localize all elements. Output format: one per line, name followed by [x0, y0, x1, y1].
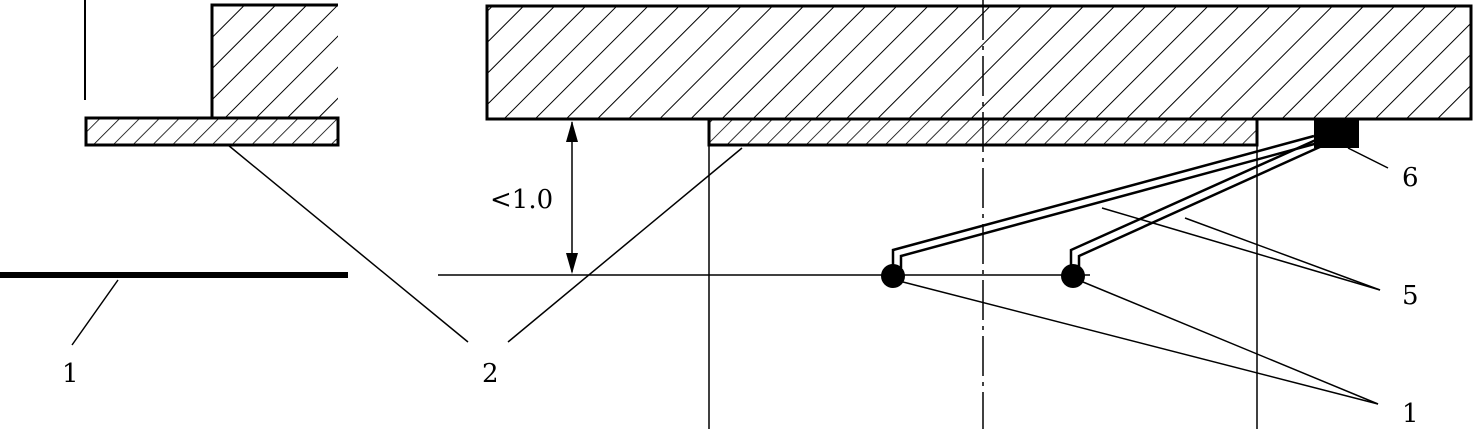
leader-2-right — [507, 147, 743, 343]
right-plate — [707, 117, 1259, 147]
label-2: 2 — [482, 359, 499, 389]
left-plate — [84, 116, 340, 147]
leader-6 — [1347, 147, 1389, 169]
component-6 — [1314, 119, 1359, 148]
left-upper-block-outline — [210, 3, 338, 118]
leader-5-b — [1184, 217, 1381, 291]
left-view: 1 — [0, 0, 348, 389]
label-right-1: 1 — [1402, 399, 1419, 429]
wire-2 — [1069, 137, 1323, 268]
leader-1-a — [902, 281, 1379, 405]
dimension-arrow-top — [566, 121, 578, 142]
label-left-1: 1 — [62, 359, 79, 389]
label-5: 5 — [1402, 281, 1419, 311]
dimension-arrow-bottom — [566, 253, 578, 274]
right-upper-block — [485, 4, 1473, 121]
label-2-group: 2 — [227, 144, 743, 389]
leader-1-b — [1082, 281, 1379, 405]
label-6: 6 — [1402, 163, 1419, 193]
leader-5-a — [1101, 207, 1381, 291]
dimension-label: <1.0 — [490, 185, 553, 215]
leader-left-1 — [71, 279, 119, 346]
sensor-dot-1 — [881, 264, 905, 288]
left-upper-block-fill — [212, 5, 338, 118]
wire-1 — [891, 134, 1319, 268]
right-view: <1.0 6 5 1 — [438, 0, 1473, 429]
sensor-dot-2 — [1061, 264, 1085, 288]
leader-2-left — [227, 144, 469, 343]
